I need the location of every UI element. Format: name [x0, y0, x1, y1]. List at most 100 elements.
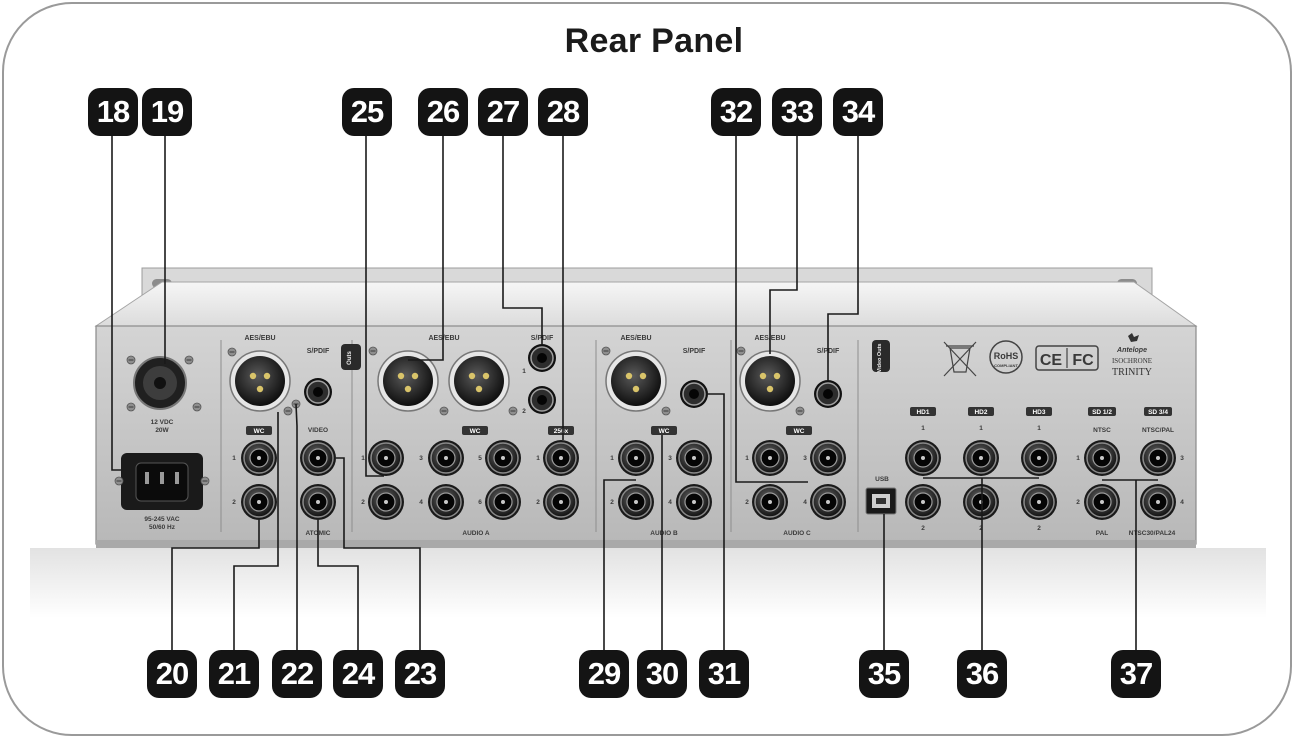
audio-a-256x-badge: 256x — [554, 428, 569, 435]
audio-a-wc-bnc-5 — [484, 439, 522, 477]
audio-b-aes-xlr — [605, 350, 667, 412]
main-aes-xlr-connector — [229, 350, 291, 412]
sd-num-4: 4 — [1180, 499, 1184, 506]
audio-c-num-1: 1 — [745, 455, 749, 462]
dc-voltage-label: 12 VDC — [151, 419, 174, 426]
diagram-title: Rear Panel — [564, 22, 744, 60]
dc-wattage-label: 20W — [155, 427, 169, 434]
audio-c-wc-bnc-4 — [809, 483, 847, 521]
audio-b-spdif-rca — [679, 379, 709, 409]
hd2-badge: HD2 — [974, 409, 987, 416]
ac-frequency-label: 50/60 Hz — [149, 524, 176, 531]
callout-27: 27 — [478, 88, 528, 136]
hd1-bnc-1 — [904, 439, 942, 477]
hd2-num-1: 1 — [979, 425, 983, 432]
dc-power-connector — [126, 355, 202, 412]
sd-num-2: 2 — [1076, 499, 1080, 506]
callout-22: 22 — [272, 650, 322, 698]
callout-26: 26 — [418, 88, 468, 136]
audio-a-num-3: 3 — [419, 455, 423, 462]
sd34-badge: SD 3/4 — [1148, 409, 1168, 416]
callout-31: 31 — [699, 650, 749, 698]
ac-voltage-label: 95-245 VAC — [144, 516, 180, 523]
audio-a-aes-xlr-2 — [448, 350, 510, 412]
ntsc-pal-label: NTSC/PAL — [1142, 427, 1174, 434]
audio-a-num-1: 1 — [361, 455, 365, 462]
ce-fc-logo: CE FC — [1035, 345, 1099, 371]
sd-bnc-4 — [1139, 483, 1177, 521]
audio-c-num-3: 3 — [803, 455, 807, 462]
audio-a-label: AUDIO A — [462, 530, 490, 537]
callout-33: 33 — [772, 88, 822, 136]
audio-c-label: AUDIO C — [783, 530, 811, 537]
audio-c-num-2: 2 — [745, 499, 749, 506]
main-spdif-label: S/PDIF — [307, 348, 330, 355]
audio-b-wc-badge: WC — [659, 428, 670, 435]
sd-bnc-1 — [1083, 439, 1121, 477]
audio-c-wc-bnc-2 — [751, 483, 789, 521]
sd12-badge: SD 1/2 — [1092, 409, 1112, 416]
audio-b-num-3: 3 — [668, 455, 672, 462]
callout-34: 34 — [833, 88, 883, 136]
hd2-bnc-1 — [962, 439, 1000, 477]
hd3-num-1: 1 — [1037, 425, 1041, 432]
callout-20: 20 — [147, 650, 197, 698]
callout-25: 25 — [342, 88, 392, 136]
audio-a-wc-bnc-1 — [367, 439, 405, 477]
ntsc30-pal24-label: NTSC30/PAL24 — [1129, 530, 1176, 537]
audio-a-num-4: 4 — [419, 499, 423, 506]
audio-a-256x-bnc-2 — [542, 483, 580, 521]
audio-a-256x-bnc-1 — [542, 439, 580, 477]
audio-b-wc-bnc-4 — [675, 483, 713, 521]
weee-bin-icon — [943, 341, 977, 377]
callout-35: 35 — [859, 650, 909, 698]
audio-c-aes-xlr — [739, 350, 801, 412]
brand-name: Antelope — [1116, 347, 1147, 354]
hd3-num-2: 2 — [1037, 525, 1041, 532]
callout-18: 18 — [88, 88, 138, 136]
sd-num-1: 1 — [1076, 455, 1080, 462]
hd2-bnc-2 — [962, 483, 1000, 521]
audio-a-num-256-1: 1 — [536, 455, 540, 462]
video-bnc-connector — [299, 439, 337, 477]
audio-c-wc-badge: WC — [794, 428, 805, 435]
audio-c-spdif-rca — [813, 379, 843, 409]
audio-a-spdif-num-1: 1 — [522, 368, 526, 375]
video-outs-badge: Video Outs — [877, 344, 883, 373]
audio-c-wc-bnc-1 — [751, 439, 789, 477]
callout-32: 32 — [711, 88, 761, 136]
main-video-label: VIDEO — [308, 427, 328, 434]
hd3-bnc-1 — [1020, 439, 1058, 477]
ntsc-label: NTSC — [1093, 427, 1111, 434]
antelope-brand-logo: Antelope ISOCHRONE TRINITY — [1112, 333, 1152, 378]
audio-b-wc-bnc-1 — [617, 439, 655, 477]
hd1-num-2: 2 — [921, 525, 925, 532]
atomic-bnc-connector — [299, 483, 337, 521]
brand-model: TRINITY — [1112, 367, 1152, 378]
callout-29: 29 — [579, 650, 629, 698]
audio-c-num-4: 4 — [803, 499, 807, 506]
callout-23: 23 — [395, 650, 445, 698]
main-wc-num-1: 1 — [232, 455, 236, 462]
leader-lines — [111, 136, 1158, 650]
sd-bnc-2 — [1083, 483, 1121, 521]
main-wc-num-2: 2 — [232, 499, 236, 506]
main-spdif-rca-connector — [303, 377, 333, 407]
audio-a-wc-bnc-3 — [427, 439, 465, 477]
main-wc-badge: WC — [254, 428, 265, 435]
fc-mark: FC — [1072, 352, 1094, 369]
audio-a-num-5: 5 — [478, 455, 482, 462]
audio-b-num-2: 2 — [610, 499, 614, 506]
rohs-logo: RoHS COMPLIANT — [989, 340, 1023, 374]
audio-b-label: AUDIO B — [650, 530, 678, 537]
audio-b-spdif-label: S/PDIF — [683, 348, 706, 355]
audio-a-spdif-rca-2 — [527, 385, 557, 415]
outs-badge: Outs — [347, 351, 353, 365]
audio-a-num-256-2: 2 — [536, 499, 540, 506]
callout-37: 37 — [1111, 650, 1161, 698]
audio-c-wc-bnc-3 — [809, 439, 847, 477]
brand-product-line: ISOCHRONE — [1112, 357, 1152, 365]
audio-a-wc-bnc-2 — [367, 483, 405, 521]
hd3-bnc-2 — [1020, 483, 1058, 521]
